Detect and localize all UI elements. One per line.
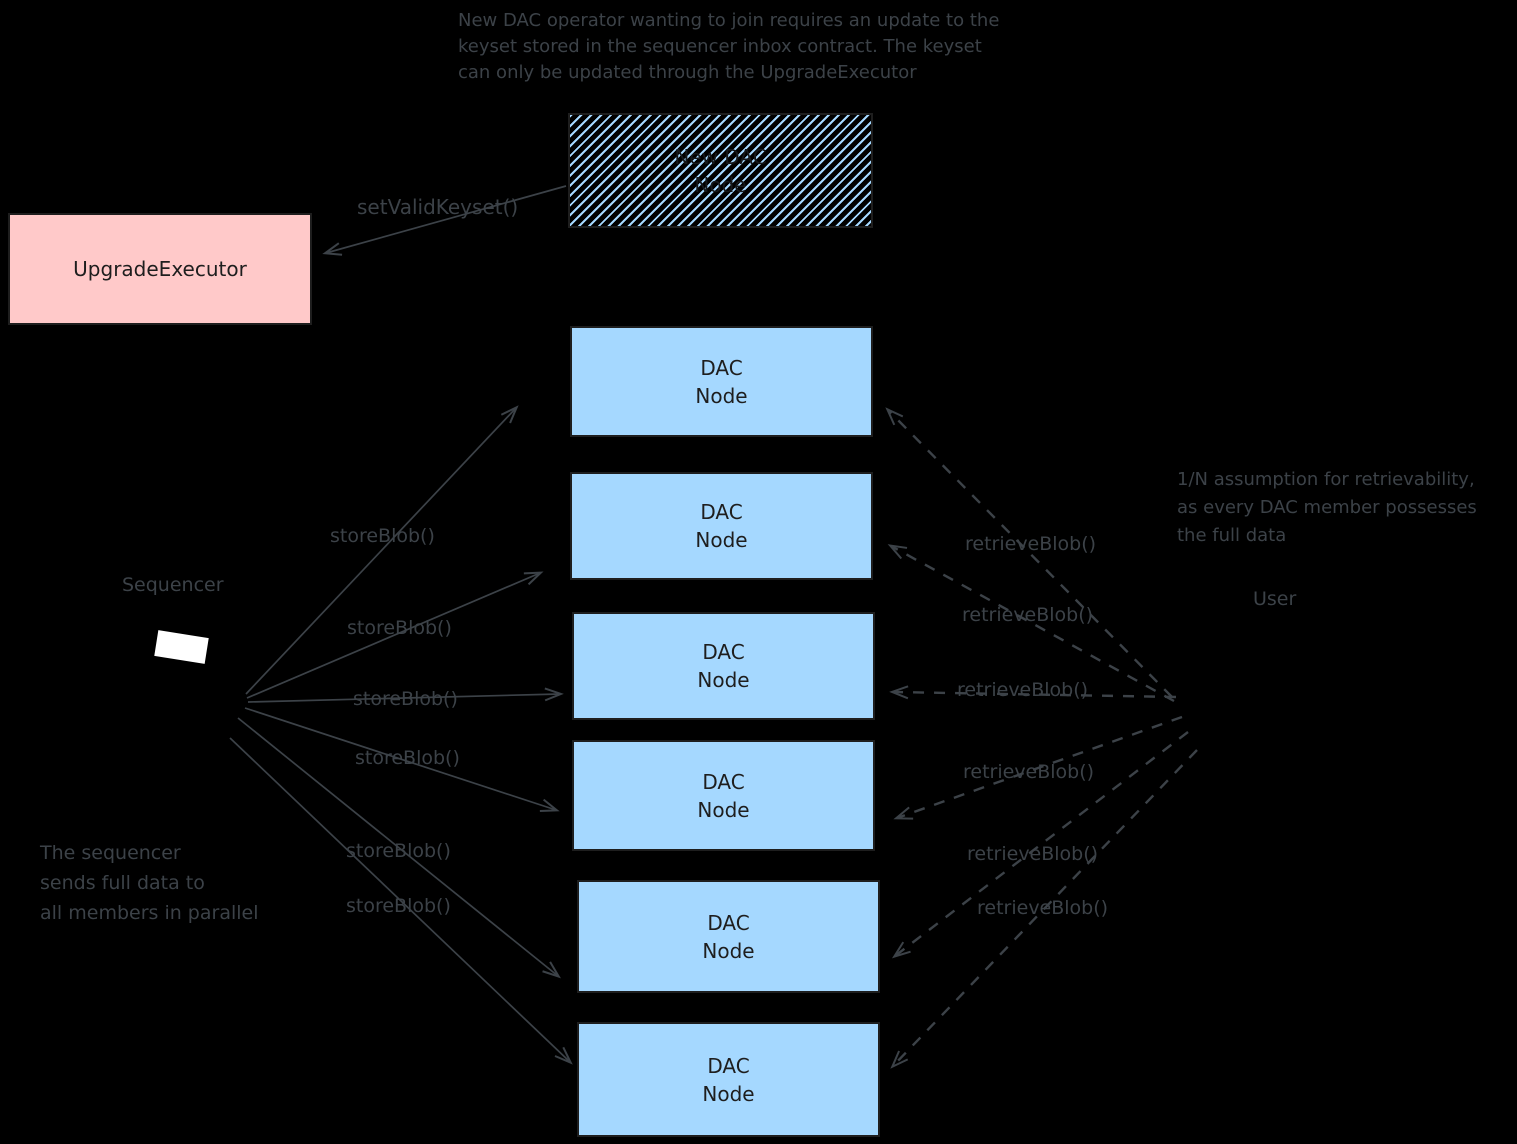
note-retrievability-line: the full data [1177,525,1287,546]
dac-node-label-line2: Node [702,1081,755,1106]
store-blob-label-4: storeBlob() [355,747,460,769]
dac-node-label-line1: DAC [700,500,743,524]
dac-node-label-line1: DAC [702,640,745,664]
store-blob-label-2: storeBlob() [347,617,452,639]
retrieve-blob-arrow-4 [893,715,1183,820]
new-dac-node-label-line1: New DAC [674,144,767,169]
retrieve-blob-label-2: retrieveBlob() [962,604,1094,626]
set-valid-keyset-label: setValidKeyset() [357,195,519,219]
note-keyset-line: can only be updated through the UpgradeE… [458,62,917,83]
note-parallel-line: The sequencer [40,842,181,864]
retrieve-blob-label-6: retrieveBlob() [977,897,1109,919]
dac-node-label-line2: Node [702,938,755,963]
dac-node-label-line2: Node [697,668,750,692]
store-blob-arrow-3 [247,687,564,703]
dac-node-box-6: DAC Node [577,1022,880,1137]
note-keyset-line: keyset stored in the sequencer inbox con… [458,36,982,57]
note-keyset-update: New DAC operator wanting to join require… [458,8,999,86]
new-dac-node-box: New DAC Node [568,113,873,228]
note-retrievability-line: 1/N assumption for retrievability, [1177,469,1475,490]
store-blob-label-6: storeBlob() [346,895,451,917]
retrieve-blob-label-4: retrieveBlob() [963,761,1095,783]
store-blob-arrow-5 [237,717,561,979]
store-blob-label-5: storeBlob() [346,840,451,862]
store-blob-arrow-4 [244,707,560,813]
dac-node-label-line2: Node [695,528,748,552]
sequencer-label: Sequencer [122,574,224,596]
dac-node-label-line1: DAC [707,1053,750,1078]
set-valid-keyset-arrow [322,185,567,256]
dac-node-box-5: DAC Node [577,880,880,993]
user-label: User [1253,588,1297,610]
retrieve-blob-label-3: retrieveBlob() [957,679,1089,701]
upgrade-executor-label: UpgradeExecutor [73,257,247,281]
dac-node-box-3: DAC Node [572,612,875,720]
note-retrievability: 1/N assumption for retrievability, as ev… [1177,466,1477,550]
retrieve-blob-arrow-1 [885,407,1173,698]
dac-node-label-line2: Node [695,383,748,408]
store-blob-arrow-6 [229,737,573,1065]
retrieve-blob-arrow-3 [889,685,1177,700]
note-keyset-line: New DAC operator wanting to join require… [458,10,1000,31]
dac-node-box-1: DAC Node [570,326,873,437]
retrieve-blob-arrow-6 [890,749,1198,1069]
retrieve-blob-label-5: retrieveBlob() [967,843,1099,865]
note-parallel-line: all members in parallel [40,902,259,924]
note-retrievability-line: as every DAC member possesses [1177,497,1477,518]
dac-node-label-line1: DAC [700,355,743,380]
store-blob-arrow-1 [245,405,519,695]
store-blob-arrow-2 [246,571,544,699]
new-dac-node-label-line2: Node [694,172,747,197]
retrieve-blob-label-1: retrieveBlob() [965,533,1097,555]
note-parallel: The sequencer sends full data to all mem… [40,838,259,928]
upgrade-executor-box: UpgradeExecutor [8,213,312,325]
dac-node-label-line1: DAC [707,910,750,935]
dac-node-box-4: DAC Node [572,740,875,851]
store-blob-label-1: storeBlob() [330,525,435,547]
dac-node-label-line2: Node [697,797,750,822]
dac-node-label-line1: DAC [702,769,745,794]
store-blob-label-3: storeBlob() [353,688,458,710]
note-parallel-line: sends full data to [40,872,205,894]
dac-node-box-2: DAC Node [570,472,873,580]
